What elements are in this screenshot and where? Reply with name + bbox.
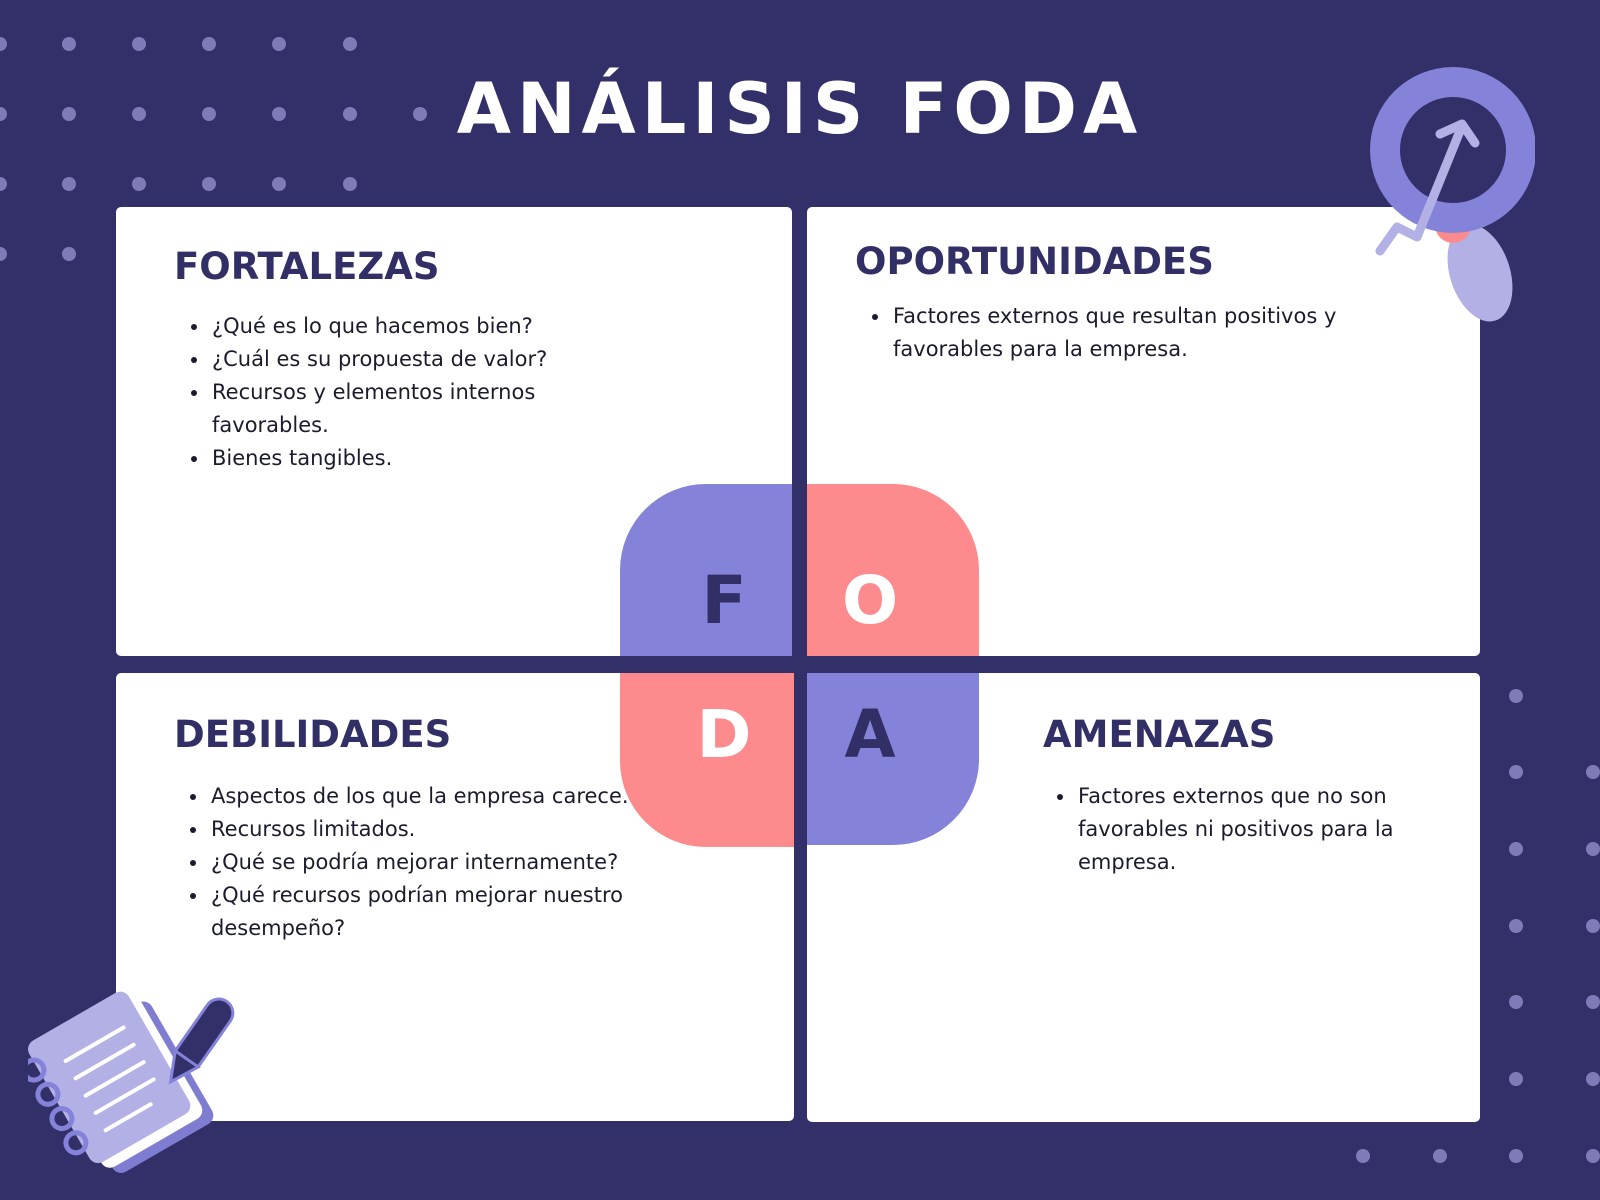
decor-dot [202,107,216,121]
fortalezas-heading: FORTALEZAS [174,245,440,288]
list-item: Recursos y elementos internos favorables… [210,376,570,442]
debilidades-list: Aspectos de los que la empresa carece. R… [175,780,629,945]
decor-dot [0,37,7,51]
list-item: ¿Qué se podría mejorar internamente? [209,846,629,879]
magnifier-trend-icon [1370,67,1535,322]
oportunidades-heading: OPORTUNIDADES [855,240,1214,283]
decor-dot [343,107,357,121]
debilidades-heading: DEBILIDADES [174,713,452,756]
fortalezas-list: ¿Qué es lo que hacemos bien? ¿Cuál es su… [176,310,570,475]
decor-dot [62,37,76,51]
list-item: ¿Qué recursos podrían mejorar nuestro de… [209,879,629,945]
decor-dot [132,107,146,121]
list-item: ¿Cuál es su propuesta de valor? [210,343,570,376]
decor-dot [1586,1149,1600,1163]
decor-dot [1356,1149,1370,1163]
decor-dot [132,177,146,191]
decor-dot [0,247,7,261]
decor-dot [1509,1149,1523,1163]
decor-dot [1586,842,1600,856]
badge-segment-d [620,673,794,847]
badge-letter-f: F [701,562,747,639]
oportunidades-list: Factores externos que resultan positivos… [857,300,1361,366]
decor-dot [272,37,286,51]
decor-dot [1586,765,1600,779]
badge-segment-a [807,673,979,845]
decor-dot [413,107,427,121]
decor-dot [1433,1149,1447,1163]
decor-dot [1509,842,1523,856]
decor-dot [62,247,76,261]
badge-letter-a: A [844,696,896,773]
amenazas-heading: AMENAZAS [1043,713,1276,756]
decor-dot [202,177,216,191]
decor-dot [202,37,216,51]
decor-dot [1509,919,1523,933]
notebook-pen-icon [28,991,235,1173]
decor-dot [272,177,286,191]
decor-dot [1509,995,1523,1009]
decor-dot [62,177,76,191]
badge-segment-f [620,484,792,656]
list-item: Factores externos que no son favorables … [1076,780,1426,879]
page-title: ANÁLISIS FODA [456,68,1144,150]
decor-dot [132,37,146,51]
decor-dot [1586,1072,1600,1086]
decor-dot [272,107,286,121]
decor-dot [0,177,7,191]
badge-letter-d: D [696,696,752,773]
list-item: Aspectos de los que la empresa carece. [209,780,629,813]
badge-segment-o [807,484,979,656]
list-item: Factores externos que resultan positivos… [891,300,1361,366]
decor-dot [1586,995,1600,1009]
decor-dot [62,107,76,121]
list-item: Bienes tangibles. [210,442,570,475]
decor-dot [343,37,357,51]
decor-dot [1586,919,1600,933]
decor-dot [343,177,357,191]
badge-letter-o: O [841,562,899,639]
decor-dot [1509,1072,1523,1086]
decor-dot [0,107,7,121]
list-item: Recursos limitados. [209,813,629,846]
amenazas-list: Factores externos que no son favorables … [1042,780,1426,879]
list-item: ¿Qué es lo que hacemos bien? [210,310,570,343]
decor-dot [1509,765,1523,779]
decor-dot [1509,689,1523,703]
